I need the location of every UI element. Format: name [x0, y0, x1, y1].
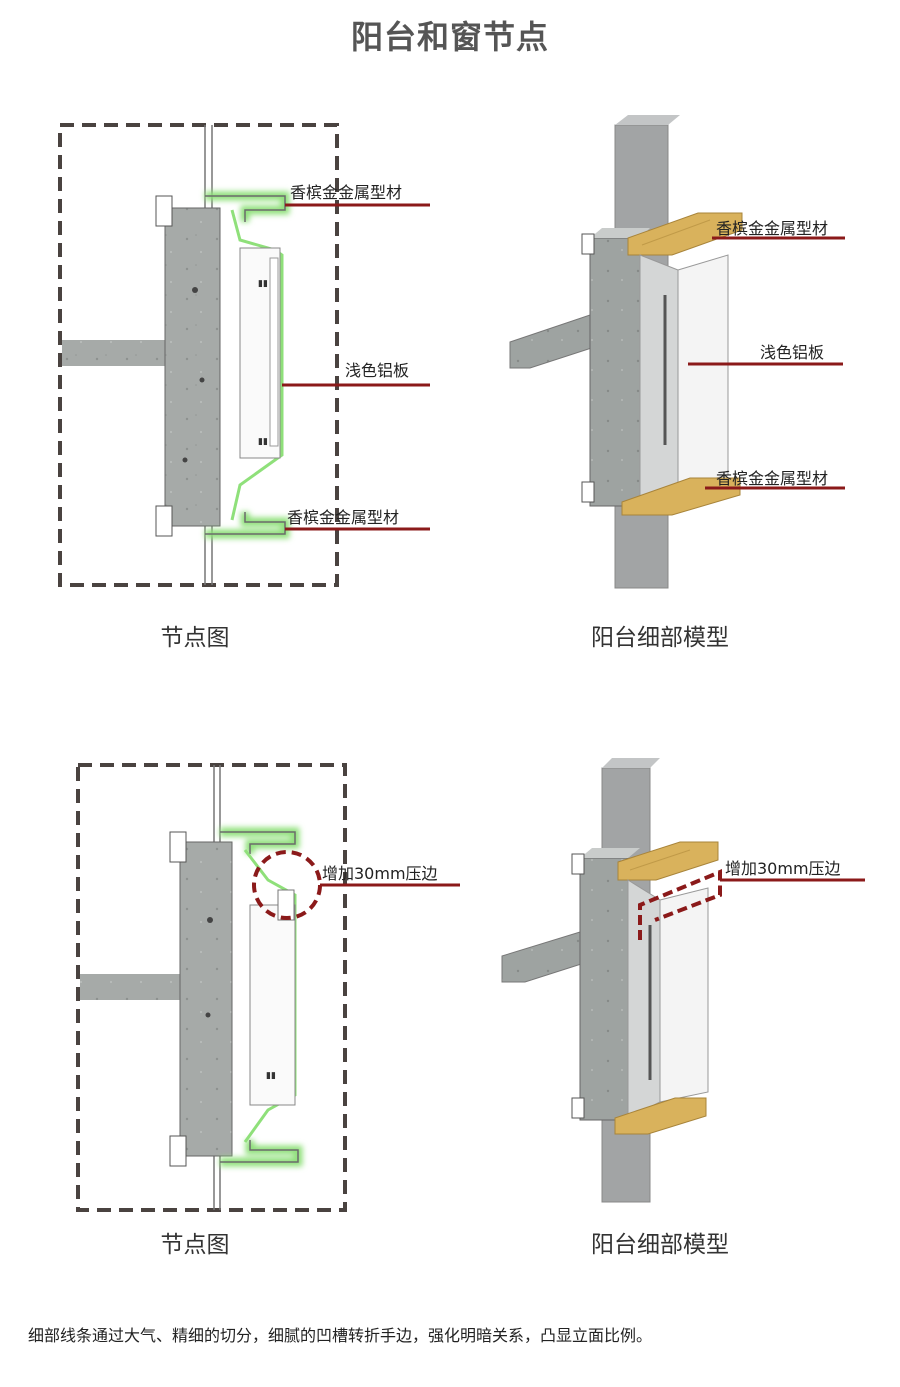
node-diagram-top: ▮▮ ▮▮ 香槟金金属型材 浅色铝板 香槟金金属型材: [58, 123, 430, 587]
node-diagram-bottom: ▮▮ 增加30mm压边: [76, 763, 460, 1212]
caption-node-diagram-bottom: 节点图: [160, 1232, 230, 1258]
aluminium-panel-3d: [677, 254, 729, 489]
label-gold-beam-top: 香槟金金属型材: [716, 219, 828, 238]
label-gold-profile-bottom: 香槟金金属型材: [287, 508, 399, 527]
label-added-trim-3d: 增加30mm压边: [725, 859, 841, 878]
label-aluminium-panel: 浅色铝板: [345, 361, 409, 380]
caption-balcony-model-top: 阳台细部模型: [591, 625, 729, 651]
svg-text:▮▮: ▮▮: [258, 437, 268, 447]
svg-text:▮▮: ▮▮: [258, 279, 268, 289]
label-aluminium-panel-3d: 浅色铝板: [760, 343, 824, 362]
concrete-wall: [164, 207, 221, 527]
detail-dashed-frame: [58, 123, 339, 587]
concrete-slab: [62, 340, 172, 366]
highlight-trim-outline: [638, 869, 722, 940]
label-added-trim: 增加30mm压边: [322, 864, 438, 883]
page-title: 阳台和窗节点: [350, 18, 549, 56]
footer-description: 细部线条通过大气、精细的切分，细腻的凹槽转折手边，强化明暗关系，凸显立面比例。: [28, 1326, 653, 1345]
gold-beam-top: [627, 212, 743, 256]
aluminium-panel: [230, 209, 284, 521]
caption-balcony-model-bottom: 阳台细部模型: [591, 1232, 729, 1258]
svg-text:▮▮: ▮▮: [266, 1071, 276, 1081]
label-gold-profile-top: 香槟金金属型材: [290, 183, 402, 202]
balcony-model-top: 香槟金金属型材 浅色铝板 香槟金金属型材: [509, 115, 845, 589]
label-gold-beam-bottom: 香槟金金属型材: [716, 469, 828, 488]
detail-dashed-frame-2: [76, 763, 347, 1212]
balcony-model-bottom: 增加30mm压边: [501, 758, 865, 1203]
caption-node-diagram-top: 节点图: [160, 625, 230, 651]
